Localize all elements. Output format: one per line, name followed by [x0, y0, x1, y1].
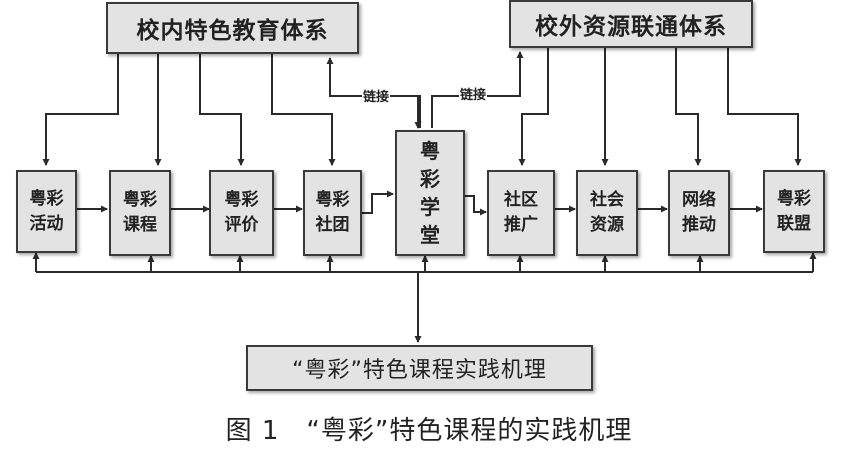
- node-social-resources: 社会资源: [576, 170, 638, 256]
- internal-system-box: 校内特色教育体系: [106, 2, 359, 54]
- external-system-box: 校外资源联通体系: [509, 0, 753, 48]
- node-community-promotion: 社区推广: [487, 170, 555, 256]
- node-yuecai-club: 粤彩社团: [303, 170, 362, 256]
- node-label: 粤彩联盟: [777, 188, 811, 234]
- node-label: 粤彩评价: [224, 190, 259, 235]
- node-yuecai-academy: 粤彩学堂: [395, 130, 465, 256]
- external-system-label: 校外资源联通体系: [535, 14, 727, 40]
- node-label: 粤彩社团: [315, 190, 350, 235]
- practice-mechanism-label: “粤彩”特色课程实践机理: [292, 358, 547, 383]
- internal-system-label: 校内特色教育体系: [136, 18, 329, 44]
- node-yuecai-activity: 粤彩活动: [16, 170, 77, 253]
- node-label: 社会资源: [590, 190, 624, 235]
- center-node-label: 粤彩学堂: [420, 139, 440, 247]
- practice-mechanism-box: “粤彩”特色课程实践机理: [246, 345, 593, 391]
- node-yuecai-curriculum: 粤彩课程: [109, 170, 171, 256]
- node-label: 粤彩课程: [123, 190, 157, 235]
- link-label-right: 链接: [459, 84, 488, 103]
- node-yuecai-alliance: 粤彩联盟: [763, 170, 825, 253]
- node-yuecai-evaluation: 粤彩评价: [209, 170, 274, 256]
- node-label: 网络推动: [682, 190, 716, 235]
- node-network-promotion: 网络推动: [668, 170, 730, 256]
- node-label: 粤彩活动: [29, 188, 64, 234]
- link-label-left: 链接: [362, 86, 391, 105]
- figure-caption: 图 1 “粤彩”特色课程的实践机理: [225, 416, 633, 446]
- node-label: 社区推广: [504, 190, 538, 235]
